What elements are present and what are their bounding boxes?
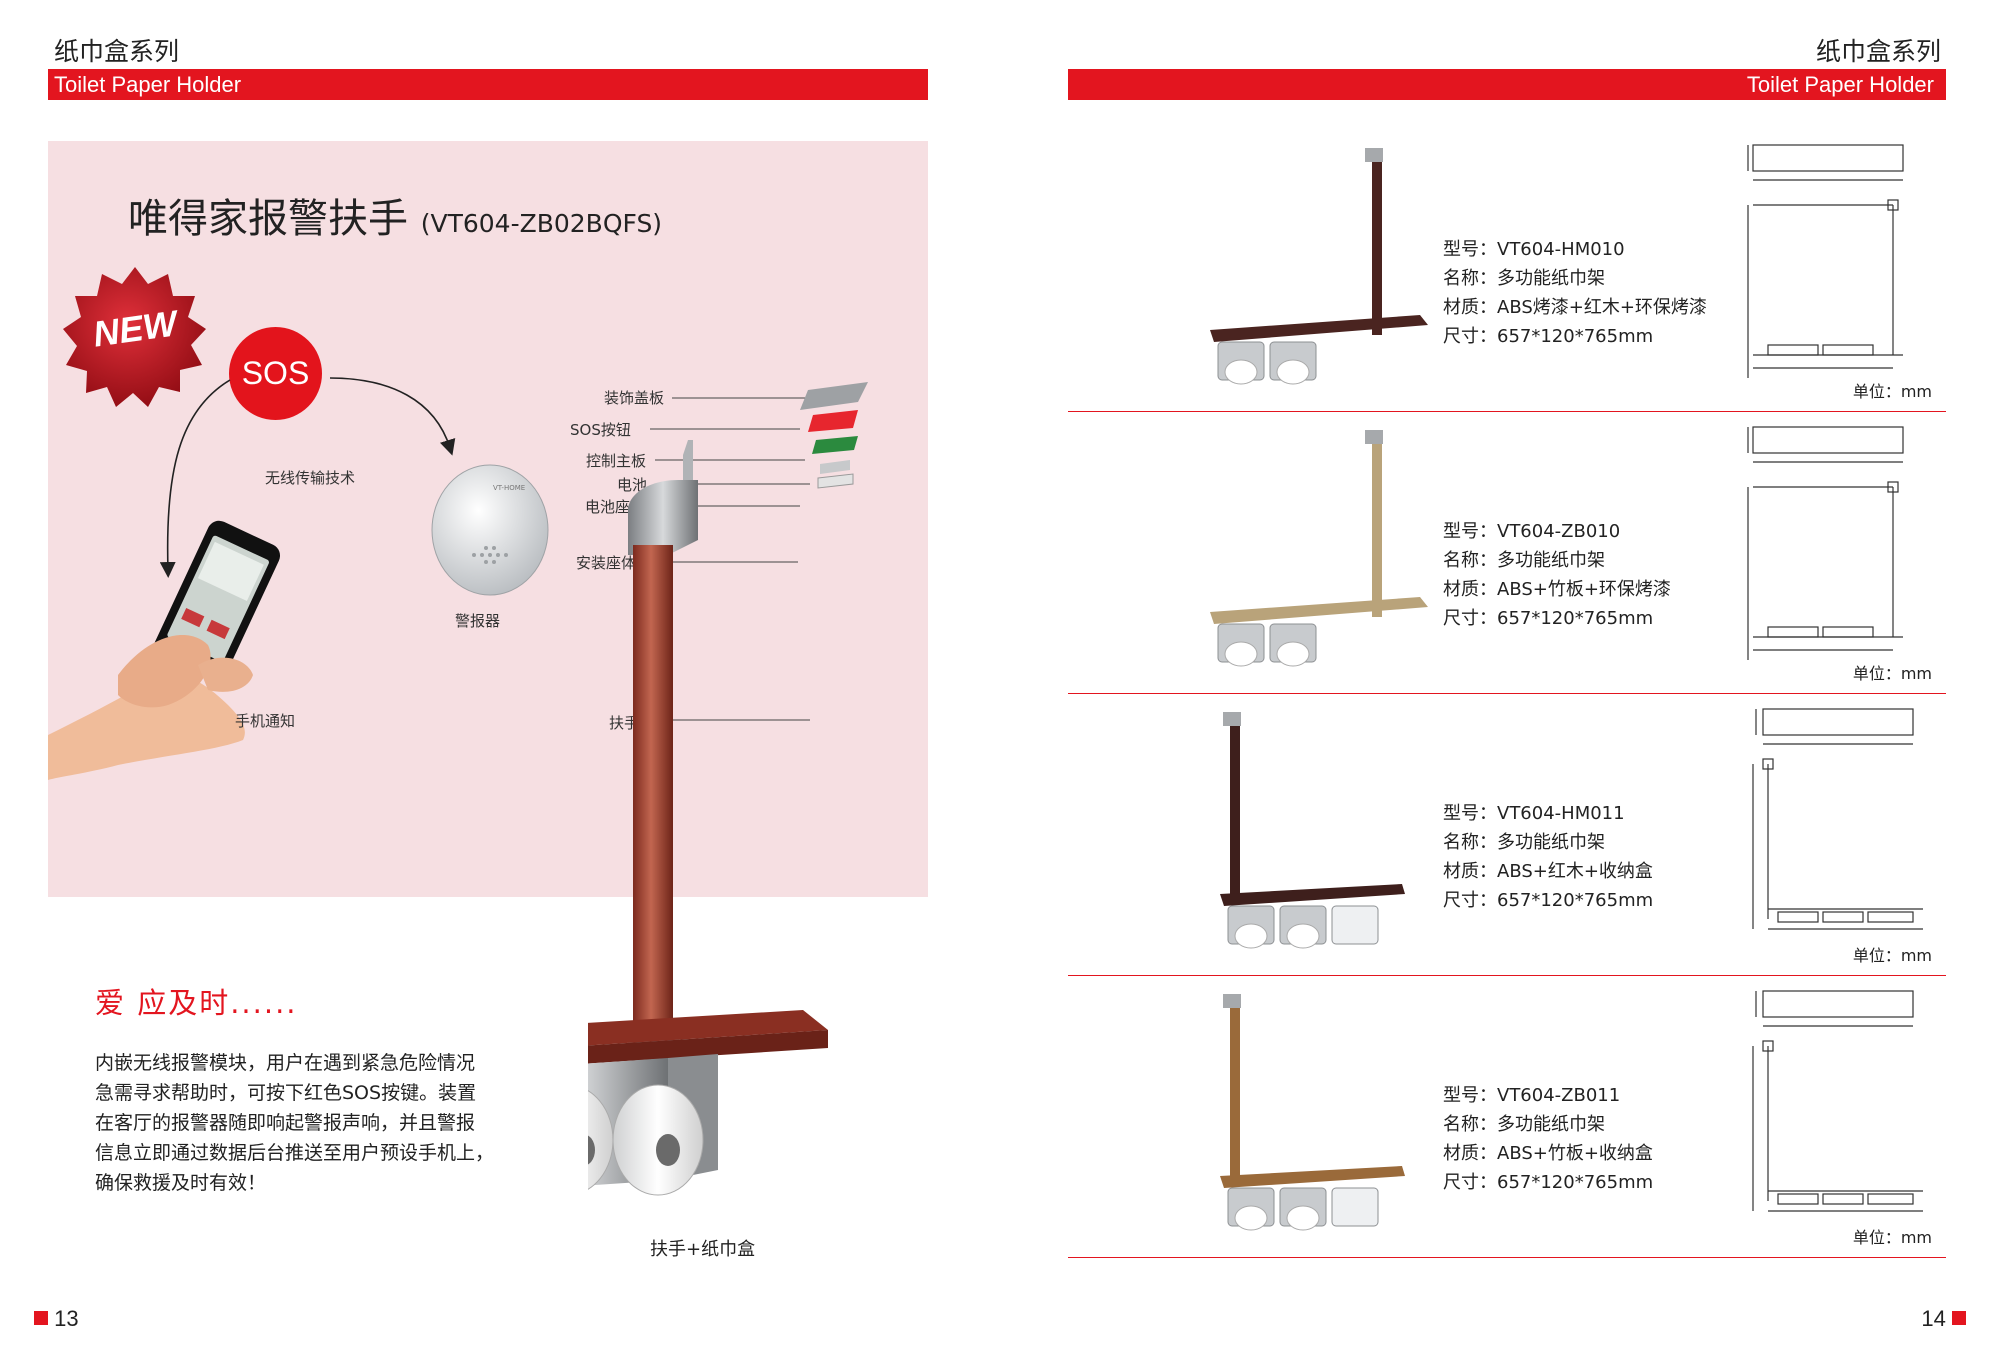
paper-roll — [1224, 359, 1258, 385]
spec-material: 材质：ABS+红木+收纳盒 — [1443, 861, 1653, 882]
description: 内嵌无线报警模块，用户在遇到紧急危险情况 急需寻求帮助时，可按下红色SOS按键。… — [95, 1048, 525, 1198]
spec-size: 尺寸：657*120*765mm — [1443, 1172, 1654, 1193]
technical-drawing — [1747, 426, 1904, 660]
page-marker-icon — [34, 1311, 48, 1325]
alarm-device-illustration: VT-HOME — [431, 464, 549, 596]
category-bar-right: Toilet Paper Holder — [1068, 69, 1946, 100]
spec-model: 型号：VT604-HM010 — [1443, 239, 1625, 260]
alarm-device-text: VT-HOME — [493, 484, 525, 492]
category-title-left: 纸巾盒系列 — [54, 37, 180, 66]
paper-box — [1331, 1187, 1379, 1227]
page-number-right: 14 — [1921, 1306, 1966, 1332]
row-divider — [1068, 411, 1946, 412]
technical-drawing — [1747, 144, 1904, 378]
paper-roll — [1286, 1205, 1320, 1231]
technical-drawing — [1752, 990, 1923, 1212]
paper-roll — [1224, 641, 1258, 667]
paper-roll — [1276, 359, 1310, 385]
page-number-value: 13 — [54, 1306, 79, 1331]
product-title: 唯得家报警扶手 (VT604-ZB02BQFS) — [128, 186, 662, 244]
callout-battery: 电池 — [617, 476, 648, 494]
product-row: 型号：VT604-ZB011 名称：多功能纸巾架 材质：ABS+竹板+收纳盒 尺… — [1068, 976, 1946, 1258]
phone-hand-illustration — [48, 520, 281, 780]
callout-sos-button: SOS按钮 — [570, 421, 631, 439]
spec-size: 尺寸：657*120*765mm — [1443, 326, 1654, 347]
starburst-icon — [63, 267, 206, 407]
wireless-label: 无线传输技术 — [265, 469, 356, 487]
description-line: 在客厅的报警器随即响起警报声响，并且警报 — [95, 1112, 476, 1134]
product-photo — [1220, 994, 1405, 1231]
product-row: 型号：VT604-ZB010 名称：多功能纸巾架 材质：ABS+竹板+环保烤漆 … — [1068, 412, 1946, 694]
illustration-caption: 扶手+纸巾盒 — [650, 1239, 756, 1260]
paper-box — [1331, 905, 1379, 945]
phone-notify-label: 手机通知 — [235, 712, 296, 730]
new-badge: NEW — [60, 262, 210, 412]
description-line: 信息立即通过数据后台推送至用户预设手机上， — [95, 1142, 495, 1164]
unit-label: 单位：mm — [1852, 1228, 1932, 1247]
product-photo — [1210, 430, 1428, 667]
description-line: 内嵌无线报警模块，用户在遇到紧急危险情况 — [95, 1052, 476, 1074]
paper-roll — [1286, 923, 1320, 949]
callout-mount-base: 安装座体 — [576, 554, 637, 572]
callout-handrail: 扶手 — [609, 714, 640, 732]
row-divider — [1068, 1257, 1946, 1258]
product-photo — [1220, 712, 1405, 949]
unit-label: 单位：mm — [1852, 946, 1932, 965]
unit-label: 单位：mm — [1852, 382, 1932, 401]
flow-arrows — [159, 377, 456, 578]
spec-model: 型号：VT604-ZB011 — [1443, 1085, 1621, 1106]
paper-roll — [1234, 923, 1268, 949]
page-number-left: 13 — [34, 1306, 79, 1332]
row-divider — [1068, 975, 1946, 976]
product-photo — [1210, 148, 1428, 385]
row-divider — [1068, 693, 1946, 694]
callout-mainboard: 控制主板 — [586, 452, 647, 470]
spec-material: 材质：ABS烤漆+红木+环保烤漆 — [1443, 297, 1707, 318]
description-line: 急需寻求帮助时，可按下红色SOS按键。装置 — [95, 1082, 477, 1104]
product-model: (VT604-ZB02BQFS) — [420, 209, 663, 238]
paper-roll — [1234, 1205, 1268, 1231]
sos-indicator: SOS — [229, 327, 322, 420]
spec-material: 材质：ABS+竹板+收纳盒 — [1443, 1143, 1653, 1164]
callout-cover: 装饰盖板 — [604, 389, 665, 407]
spec-name: 名称：多功能纸巾架 — [1443, 1114, 1605, 1135]
love-title: 爱 应及时...... — [95, 986, 298, 1020]
spec-size: 尺寸：657*120*765mm — [1443, 608, 1654, 629]
category-bar-left: Toilet Paper Holder — [48, 69, 928, 100]
page-number-value: 14 — [1921, 1306, 1946, 1331]
unit-label: 单位：mm — [1852, 664, 1932, 683]
description-line: 确保救援及时有效！ — [95, 1172, 267, 1194]
spec-name: 名称：多功能纸巾架 — [1443, 268, 1605, 289]
alarm-label: 警报器 — [455, 612, 501, 630]
spec-size: 尺寸：657*120*765mm — [1443, 890, 1654, 911]
product-row: 型号：VT604-HM010 名称：多功能纸巾架 材质：ABS烤漆+红木+环保烤… — [1068, 130, 1946, 412]
paper-roll — [1276, 641, 1310, 667]
product-row: 型号：VT604-HM011 名称：多功能纸巾架 材质：ABS+红木+收纳盒 尺… — [1068, 694, 1946, 976]
spec-model: 型号：VT604-HM011 — [1443, 803, 1625, 824]
spec-name: 名称：多功能纸巾架 — [1443, 832, 1605, 853]
technical-drawing — [1752, 708, 1923, 930]
page-marker-icon — [1952, 1311, 1966, 1325]
category-title-right: 纸巾盒系列 — [1815, 37, 1941, 66]
spec-model: 型号：VT604-ZB010 — [1443, 521, 1621, 542]
spec-material: 材质：ABS+竹板+环保烤漆 — [1443, 579, 1671, 600]
alarm-handrail-illustration — [588, 382, 868, 1196]
spec-name: 名称：多功能纸巾架 — [1443, 550, 1605, 571]
product-name: 唯得家报警扶手 — [128, 196, 408, 242]
